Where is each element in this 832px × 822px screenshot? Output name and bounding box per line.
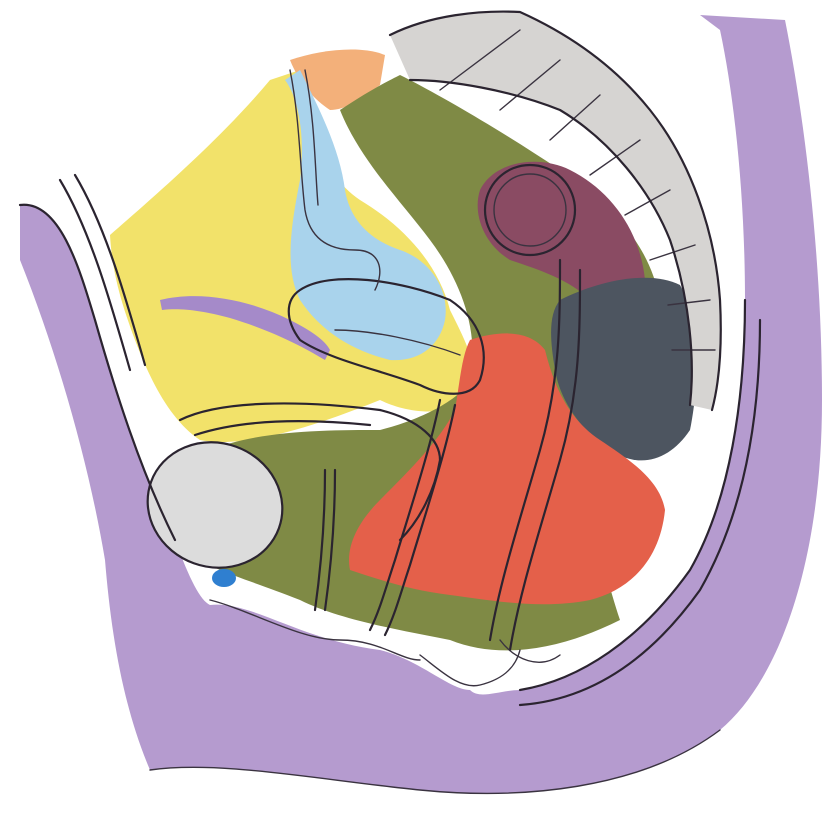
clitoris-marker (212, 569, 236, 587)
